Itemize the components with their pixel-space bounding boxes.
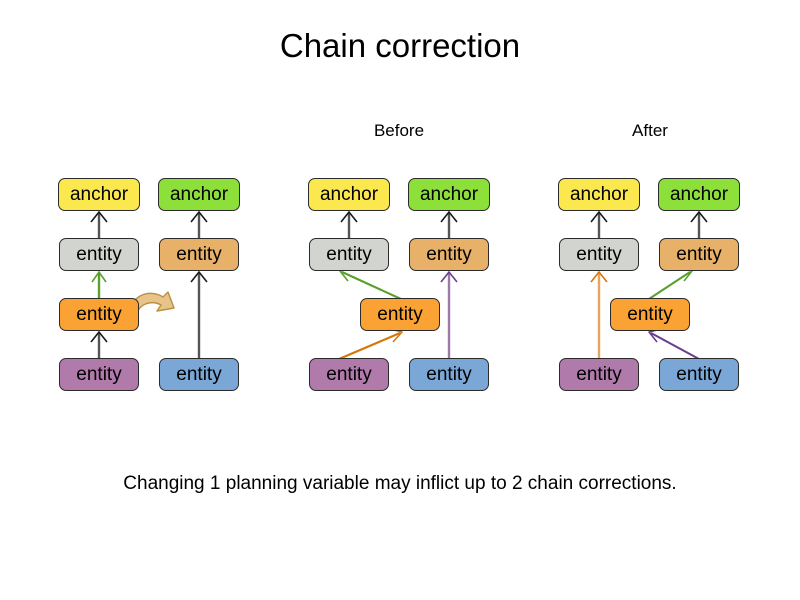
edge-p2-tan-to-anchor (440, 210, 458, 238)
node-p2-anchor-left[interactable]: anchor (308, 178, 390, 211)
edge-p1-purple-to-orange (90, 330, 108, 358)
node-p3-entity-purple[interactable]: entity (559, 358, 639, 391)
edge-p2-blue-to-tan (440, 270, 458, 358)
node-p1-entity-gray[interactable]: entity (59, 238, 139, 271)
node-p2-entity-orange[interactable]: entity (360, 298, 440, 331)
node-p3-entity-gray[interactable]: entity (559, 238, 639, 271)
edge-p3-purple-to-gray (590, 270, 608, 358)
node-p1-entity-blue[interactable]: entity (159, 358, 239, 391)
edge-p2-purple-to-orange (338, 328, 403, 360)
panel-label-after: After (632, 121, 668, 140)
node-p3-anchor-left[interactable]: anchor (558, 178, 640, 211)
node-p1-anchor-left[interactable]: anchor (58, 178, 140, 211)
edge-p3-orange-to-tan (648, 267, 693, 300)
edge-p1-blue-to-tan (190, 270, 208, 358)
node-p2-entity-purple[interactable]: entity (309, 358, 389, 391)
page-title: Chain correction (279, 27, 521, 64)
move-arrow-icon (128, 291, 175, 317)
edge-p3-tan-to-anchor (690, 210, 708, 238)
node-p2-anchor-right[interactable]: anchor (408, 178, 490, 211)
node-p1-entity-tan[interactable]: entity (159, 238, 239, 271)
edge-p2-gray-to-anchor (340, 210, 358, 238)
edge-p3-gray-to-anchor (590, 210, 608, 238)
node-p2-entity-blue[interactable]: entity (409, 358, 489, 391)
node-p3-entity-orange[interactable]: entity (610, 298, 690, 331)
node-p3-entity-blue[interactable]: entity (659, 358, 739, 391)
node-p1-entity-purple[interactable]: entity (59, 358, 139, 391)
edge-p2-orange-to-gray (339, 267, 402, 300)
edge-p1-gray-to-anchor (90, 210, 108, 238)
node-p1-anchor-right[interactable]: anchor (158, 178, 240, 211)
edge-p1-tan-to-anchor (190, 210, 208, 238)
node-p3-anchor-right[interactable]: anchor (658, 178, 740, 211)
panel-label-before: Before (373, 121, 425, 140)
edge-p1-orange-to-gray (91, 270, 107, 298)
node-p3-entity-tan[interactable]: entity (659, 238, 739, 271)
node-p2-entity-tan[interactable]: entity (409, 238, 489, 271)
node-p1-entity-orange[interactable]: entity (59, 298, 139, 331)
node-p2-entity-gray[interactable]: entity (309, 238, 389, 271)
edge-p3-blue-to-orange (648, 328, 700, 360)
slide-caption: Changing 1 planning variable may inflict… (123, 473, 677, 494)
